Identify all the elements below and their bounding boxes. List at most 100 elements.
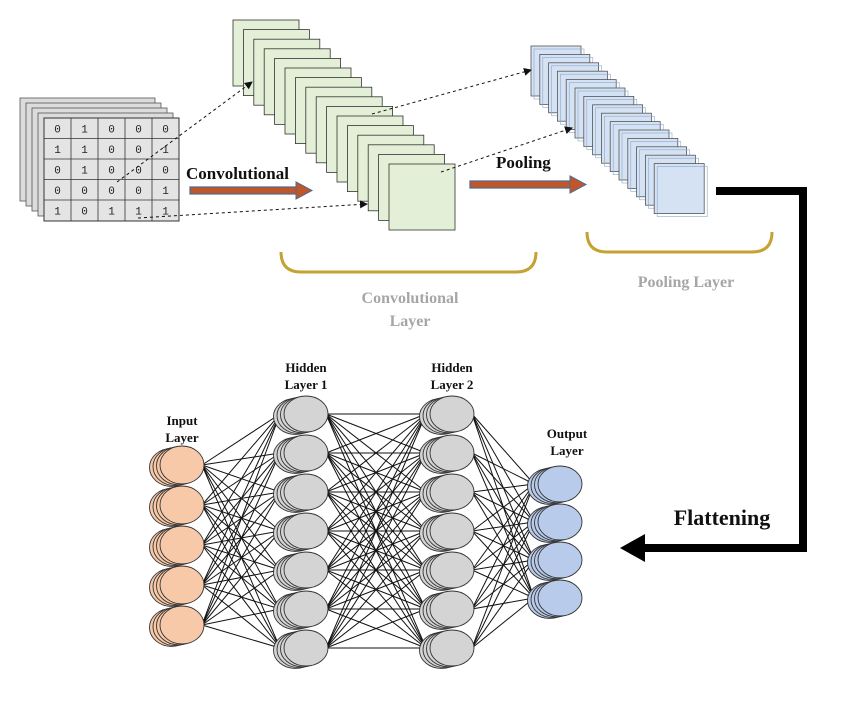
hidden-layer-1-node (283, 434, 329, 472)
dashed-connector (116, 81, 253, 183)
pooling-layer-label: Pooling Layer (638, 274, 734, 291)
matrix-cell: 0 (81, 186, 88, 198)
hidden-layer-1-node (283, 629, 329, 667)
matrix-cell: 1 (162, 145, 169, 157)
input-node (159, 605, 205, 645)
network-edge (325, 452, 427, 649)
output-node (537, 465, 583, 503)
network-edge (201, 413, 281, 586)
matrix-cell: 0 (108, 145, 115, 157)
hidden-layer-1-label-line1: Hidden (285, 360, 327, 375)
output-node (537, 579, 583, 617)
input-node (159, 525, 205, 565)
network-edge (201, 413, 281, 506)
flattening-label: Flattening (674, 505, 771, 530)
dashed-connector (371, 68, 532, 115)
dashed-connector (137, 200, 368, 219)
output-node (537, 541, 583, 579)
hidden-layer-2-node (429, 590, 475, 628)
matrix-cell: 1 (81, 166, 88, 178)
conv-layer-label-line2: Layer (390, 313, 431, 330)
network-edge (471, 483, 536, 649)
conv-feature-map (388, 163, 456, 231)
network-edge (471, 483, 535, 571)
hidden-layer-2-node (429, 434, 475, 472)
conv-layer-label-line1: Convolutional (362, 290, 459, 307)
matrix-cell: 1 (54, 207, 61, 219)
matrix-cell: 1 (108, 207, 115, 219)
matrix-cell: 0 (108, 166, 115, 178)
convolutional-arrow-label: Convolutional (186, 164, 289, 183)
network-edge (471, 413, 535, 485)
network-edge (201, 413, 281, 546)
pool-feature-map (653, 163, 705, 215)
network-edge (201, 452, 281, 626)
hidden-layer-2-node (429, 629, 475, 667)
network-edge (471, 483, 535, 532)
hidden-layer-2-node (429, 473, 475, 511)
network-connections (201, 410, 536, 652)
matrix-cell: 1 (81, 145, 88, 157)
network-edge (471, 481, 535, 493)
dashed-connectors (116, 68, 573, 219)
matrix-cell: 1 (162, 186, 169, 198)
matrix-cell: 0 (108, 125, 115, 137)
matrix-cell: 0 (135, 186, 142, 198)
matrix-cell: 0 (135, 125, 142, 137)
hidden-layer-2-label-line1: Hidden (431, 360, 473, 375)
network-edge (201, 491, 281, 626)
input-layer-label-line1: Input (166, 413, 198, 428)
convolutional-feature-maps (232, 19, 456, 231)
input-node (159, 565, 205, 605)
network-edge (471, 597, 535, 649)
network-edge (201, 413, 281, 466)
matrix-cell: 1 (162, 207, 169, 219)
matrix-cell: 0 (162, 166, 169, 178)
network-edge (325, 491, 427, 649)
matrix-cell: 0 (54, 166, 61, 178)
network-edge (325, 607, 427, 649)
pooling-arrow (469, 175, 588, 194)
matrix-cell: 0 (81, 207, 88, 219)
network-edge (325, 413, 427, 649)
hidden-layer-1-node (283, 551, 329, 589)
matrix-cell: 1 (54, 145, 61, 157)
dashed-connector (440, 126, 573, 173)
network-edge (471, 452, 535, 485)
network-edge (201, 530, 281, 626)
hidden-layer-2-node (429, 395, 475, 433)
network-edge (201, 413, 282, 626)
flattening-arrow (620, 187, 807, 562)
input-node (159, 445, 205, 485)
output-node (537, 503, 583, 541)
hidden-layer-2-node (429, 512, 475, 550)
conv-layer-bracket (279, 251, 538, 274)
matrix-cell: 1 (81, 125, 88, 137)
hidden-layer-1-node (283, 395, 329, 433)
hidden-layer-2-node (429, 551, 475, 589)
matrix-cell: 0 (135, 166, 142, 178)
matrix-cell: 0 (54, 186, 61, 198)
convolutional-arrow (189, 181, 314, 200)
network-edge (201, 624, 281, 650)
network-edge (325, 412, 427, 454)
network-edge (325, 530, 427, 649)
hidden-layer-1-label-line2: Layer 1 (285, 377, 328, 392)
matrix-cell: 0 (135, 145, 142, 157)
network-edge (201, 569, 281, 626)
matrix-cell: 1 (135, 207, 142, 219)
matrix-front-sheet (43, 117, 180, 222)
matrix-cell: 0 (108, 186, 115, 198)
network-edge (325, 413, 427, 493)
hidden-layer-1-node (283, 512, 329, 550)
pooling-feature-maps (530, 45, 708, 217)
network-edge (325, 413, 427, 532)
matrix-cell: 0 (54, 125, 61, 137)
network-edge (325, 569, 427, 649)
network-edge (201, 606, 281, 626)
input-layer-label-line2: Layer (165, 430, 198, 445)
output-layer-label-line1: Output (547, 426, 588, 441)
